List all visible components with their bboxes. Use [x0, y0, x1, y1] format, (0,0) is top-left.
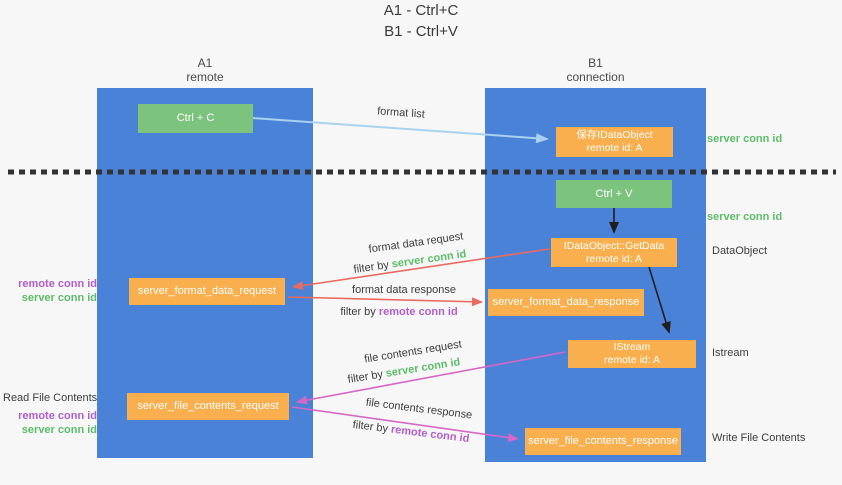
diagram-title: A1 - Ctrl+C B1 - Ctrl+V — [0, 0, 842, 42]
lane-a1-subtitle: remote — [186, 70, 224, 84]
arrow-label-filter-by-remote-conn-id-2: filter by remote conn id — [352, 419, 470, 445]
arrow-label-filter-by-remote-conn-id-1: filter by remote conn id — [340, 306, 457, 318]
filter-by-text: filter by — [340, 306, 379, 318]
node-server-format-data-response-label: server_format_data_response — [492, 296, 640, 308]
annotation-read-file-contents: Read File Contents — [3, 392, 98, 404]
filter-by-text: filter by — [352, 418, 392, 436]
node-ctrl-c: Ctrl + C — [138, 104, 253, 133]
node-idataobject-getdata-line1: IDataObject::GetData — [563, 239, 665, 252]
node-ctrl-v: Ctrl + V — [556, 180, 672, 208]
node-save-idataobject: 保存IDataObject remote id: A — [556, 127, 673, 157]
annotation-format-server-conn-id: server conn id — [21, 291, 97, 304]
node-server-format-data-response: server_format_data_response — [488, 289, 644, 316]
node-save-idataobject-line1: 保存IDataObject — [576, 129, 653, 141]
node-istream: IStream remote id: A — [568, 340, 696, 368]
remote-conn-id-text: remote conn id — [390, 423, 470, 446]
server-conn-id-text: server conn id — [390, 248, 468, 271]
title-line-1: A1 - Ctrl+C — [383, 2, 459, 19]
annotation-dataobject: DataObject — [712, 245, 768, 257]
node-server-file-contents-request: server_file_contents_request — [127, 393, 289, 420]
node-server-file-contents-response: server_file_contents_response — [525, 428, 681, 455]
remote-conn-id-text: remote conn id — [378, 306, 458, 318]
filter-by-text: filter by — [346, 367, 387, 386]
title-line-2: B1 - Ctrl+V — [384, 23, 458, 40]
annotation-file-conn-ids: remote conn id server conn id — [5, 410, 97, 437]
annotation-file-remote-conn-id: remote conn id — [18, 410, 97, 422]
node-server-file-contents-request-label: server_file_contents_request — [137, 400, 279, 412]
node-server-format-data-request: server_format_data_request — [129, 278, 285, 305]
node-istream-line1: IStream — [613, 341, 651, 353]
node-server-file-contents-response-label: server_file_contents_response — [528, 435, 678, 447]
node-istream-line2: remote id: A — [603, 354, 661, 366]
node-server-format-data-request-label: server_format_data_request — [137, 285, 277, 297]
annotation-file-server-conn-id: server conn id — [21, 423, 97, 436]
annotation-server-conn-id-mid: server conn id — [707, 211, 783, 223]
annotation-format-conn-ids: remote conn id server conn id — [5, 278, 97, 305]
filter-by-text: filter by — [352, 258, 393, 276]
node-ctrl-c-label: Ctrl + C — [176, 112, 215, 124]
annotation-write-file-contents: Write File Contents — [712, 432, 806, 444]
lane-b1-name: B1 — [588, 56, 603, 70]
annotation-server-conn-id-top: server conn id — [707, 133, 783, 145]
lane-b1-subtitle: connection — [566, 70, 625, 84]
arrow-label-file-contents-response: file contents response — [365, 396, 473, 422]
node-ctrl-v-label: Ctrl + V — [595, 187, 633, 200]
lane-a1-name: A1 — [197, 56, 213, 70]
node-save-idataobject-line2: remote id: A — [586, 142, 643, 154]
node-idataobject-getdata-line2: remote id: A — [585, 252, 643, 265]
format-data-response-arrow — [287, 296, 483, 307]
annotation-format-remote-conn-id: remote conn id — [18, 278, 97, 290]
arrow-label-format-list: format list — [376, 105, 426, 121]
lane-header-a1: A1 remote — [97, 56, 313, 84]
node-idataobject-getdata: IDataObject::GetData remote id: A — [551, 238, 677, 267]
arrow-label-format-data-response: format data response — [352, 284, 456, 296]
annotation-istream: Istream — [712, 347, 749, 359]
lane-header-b1: B1 connection — [485, 56, 706, 84]
